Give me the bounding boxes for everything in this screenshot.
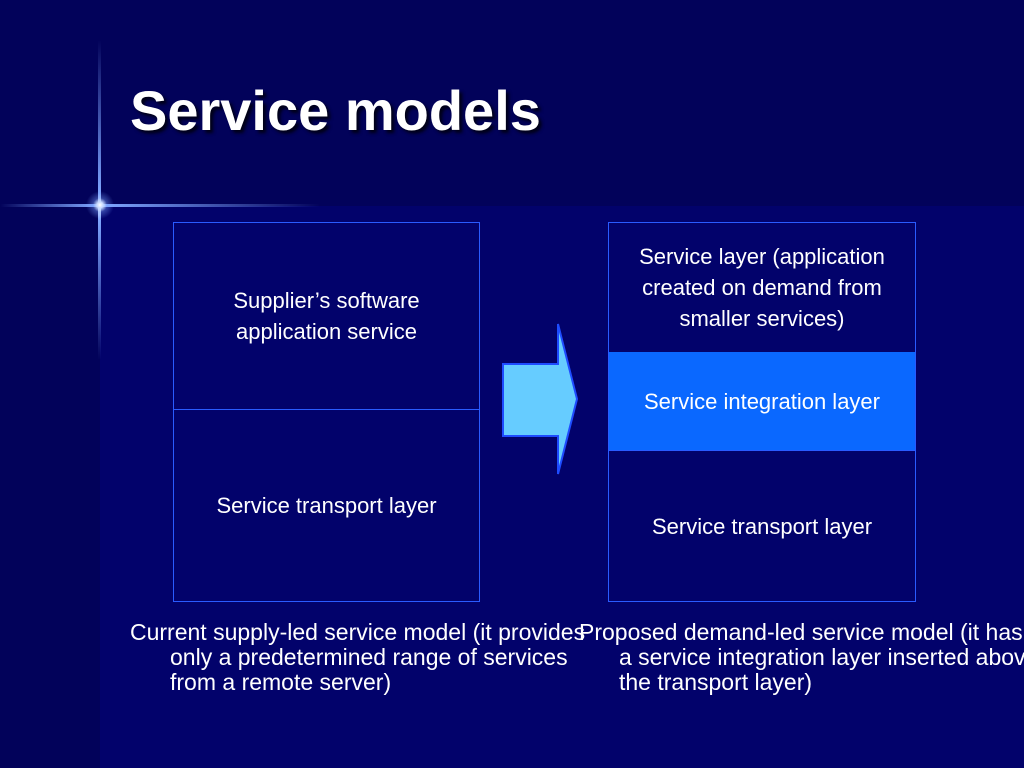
right-arrow-icon bbox=[502, 323, 579, 475]
application-service-cell: Supplier’s software application service bbox=[174, 223, 479, 409]
current-model-diagram: Supplier’s software application service … bbox=[173, 222, 480, 602]
background-title-band bbox=[100, 0, 1024, 206]
service-layer-label: Service layer (application created on de… bbox=[639, 244, 885, 331]
proposed-model-caption: Proposed demand-led service model (it ha… bbox=[579, 619, 1024, 695]
service-layer-cell: Service layer (application created on de… bbox=[609, 223, 915, 352]
application-service-label: Supplier’s software application service bbox=[233, 288, 420, 344]
transport-layer-label-left: Service transport layer bbox=[216, 493, 437, 518]
proposed-model-diagram: Service layer (application created on de… bbox=[608, 222, 916, 602]
background-left-band bbox=[0, 0, 100, 768]
integration-layer-cell: Service integration layer bbox=[609, 352, 915, 450]
transport-layer-cell-left: Service transport layer bbox=[174, 409, 479, 601]
slide-title: Service models bbox=[130, 79, 541, 142]
decorative-horizontal-line bbox=[0, 204, 320, 207]
sparkle-icon bbox=[85, 190, 115, 220]
transport-layer-cell-right: Service transport layer bbox=[609, 450, 915, 601]
transport-layer-label-right: Service transport layer bbox=[651, 513, 873, 539]
current-model-caption: Current supply-led service model (it pro… bbox=[130, 619, 586, 695]
integration-layer-label: Service integration layer bbox=[643, 388, 880, 414]
